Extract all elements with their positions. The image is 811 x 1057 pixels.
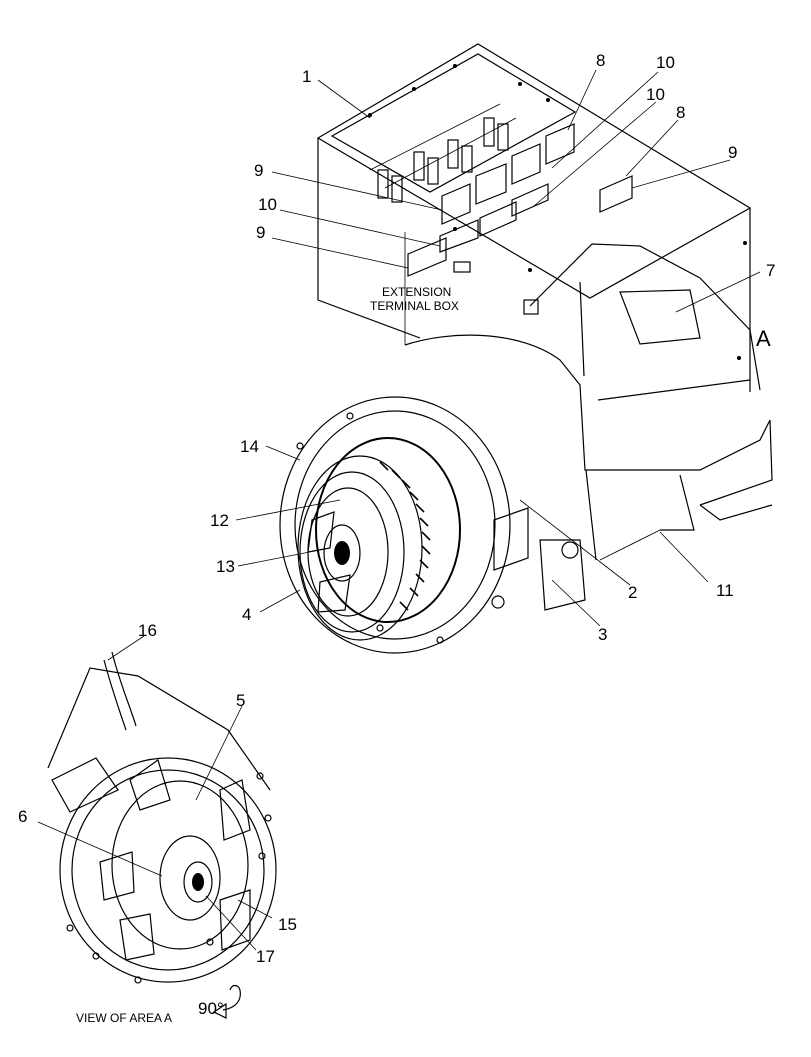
callout-3: 3 bbox=[598, 625, 607, 644]
terminal-blocks bbox=[407, 123, 633, 315]
extension-label-line1: EXTENSION bbox=[382, 285, 451, 299]
callout-2: 2 bbox=[628, 583, 637, 602]
leader-lines bbox=[37, 69, 761, 951]
extension-terminal-box bbox=[316, 43, 752, 392]
terminal-lugs bbox=[369, 103, 517, 203]
extension-label-line2: TERMINAL BOX bbox=[370, 299, 459, 313]
generator-main-housing bbox=[404, 243, 773, 611]
callout-16: 16 bbox=[138, 621, 157, 640]
callout-numbers: 1 8 10 10 8 9 9 10 9 7 14 12 13 4 2 3 11… bbox=[18, 51, 775, 966]
area-a-marker: A bbox=[756, 326, 771, 351]
callout-11: 11 bbox=[716, 581, 734, 600]
rotation-arrow-icon bbox=[212, 984, 241, 1019]
callout-5: 5 bbox=[236, 691, 245, 710]
callout-13: 13 bbox=[216, 557, 235, 576]
generator-end-shield bbox=[279, 396, 511, 654]
callout-4: 4 bbox=[242, 605, 251, 624]
callout-1: 1 bbox=[302, 67, 311, 86]
callout-9-left: 9 bbox=[256, 223, 265, 242]
view-area-a bbox=[47, 651, 277, 984]
callout-8-top: 8 bbox=[596, 51, 605, 70]
callout-9-left-top: 9 bbox=[254, 161, 263, 180]
callout-10-top: 10 bbox=[656, 53, 675, 72]
callout-14: 14 bbox=[240, 437, 259, 456]
callout-10-right: 10 bbox=[646, 85, 665, 104]
rotation-label: 90° bbox=[198, 999, 224, 1018]
callout-10-left: 10 bbox=[258, 195, 277, 214]
callout-6: 6 bbox=[18, 807, 27, 826]
callout-7: 7 bbox=[766, 261, 775, 280]
callout-17: 17 bbox=[256, 947, 275, 966]
callout-15: 15 bbox=[278, 915, 297, 934]
callout-8-right: 8 bbox=[676, 103, 685, 122]
view-caption: VIEW OF AREA A bbox=[76, 1011, 172, 1025]
callout-12: 12 bbox=[210, 511, 229, 530]
callout-9-right: 9 bbox=[728, 143, 737, 162]
